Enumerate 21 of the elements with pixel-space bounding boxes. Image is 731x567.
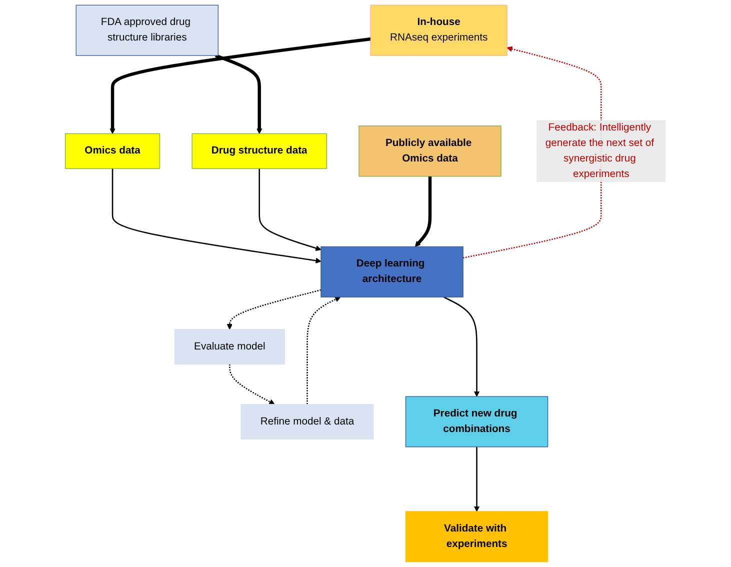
arrow [474,446,480,512]
node-box: Evaluate model [174,329,285,365]
arrow [112,168,322,264]
node-box: Deep learning architecture [320,246,464,298]
arrow [110,37,371,134]
node-box: Publicly available Omics data [358,126,502,177]
edge-label: Feedback: Intelligently generate the next set of synergistic drug experiments [545,122,654,180]
arrow [229,364,275,405]
arrow [414,176,432,247]
node-box: In-house RNAseq experiments [370,4,508,56]
node-box: Omics data [64,133,160,169]
arrow [214,54,262,134]
node-box: Refine model & data [240,404,374,440]
arrow [258,168,322,251]
arrow [443,296,480,397]
node-box: Predict new drug combinations [405,396,548,448]
arrow [226,289,322,330]
arrow [306,296,341,404]
node-box: FDA approved drug structure libraries [76,4,218,56]
node-box: Validate with experiments [405,511,548,562]
node-box: Drug structure data [192,133,327,169]
